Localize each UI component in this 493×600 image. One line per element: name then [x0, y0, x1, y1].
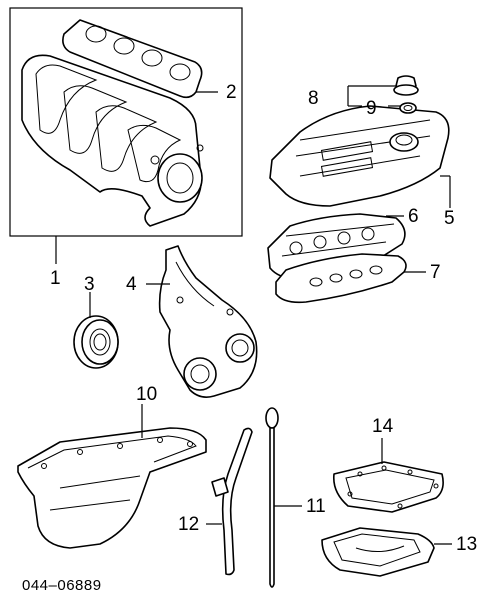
cylinder-head-cover — [269, 105, 450, 207]
diagram-reference-number: 044–06889 — [22, 577, 102, 594]
lower-oil-pan — [321, 527, 435, 577]
oil-filler-cap-gasket — [399, 102, 417, 114]
callout-5: 5 — [444, 208, 455, 229]
timing-chain-cover — [158, 245, 258, 398]
manifold-group-frame — [9, 7, 243, 237]
callout-1: 1 — [50, 268, 61, 289]
callout-8: 8 — [308, 88, 319, 109]
callout-3: 3 — [84, 274, 95, 295]
callout-11: 11 — [306, 496, 326, 517]
callout-10: 10 — [136, 384, 157, 405]
crankshaft-oil-seal — [73, 315, 119, 369]
callout-6: 6 — [408, 206, 419, 227]
oil-pan-gasket — [332, 461, 444, 513]
callout-13: 13 — [456, 534, 477, 555]
callout-2: 2 — [226, 82, 237, 103]
callout-12: 12 — [178, 514, 199, 535]
oil-filler-cap — [393, 75, 419, 96]
oil-level-gauge — [265, 407, 279, 588]
oil-level-gauge-guide — [211, 427, 253, 576]
oil-pan — [17, 427, 207, 549]
intake-manifold-gasket — [62, 19, 203, 99]
callout-14: 14 — [372, 416, 394, 437]
callout-4: 4 — [126, 274, 137, 295]
head-cover-gasket — [275, 253, 407, 304]
intake-manifold — [21, 54, 204, 227]
callout-9: 9 — [366, 98, 377, 119]
callout-7: 7 — [430, 262, 441, 283]
